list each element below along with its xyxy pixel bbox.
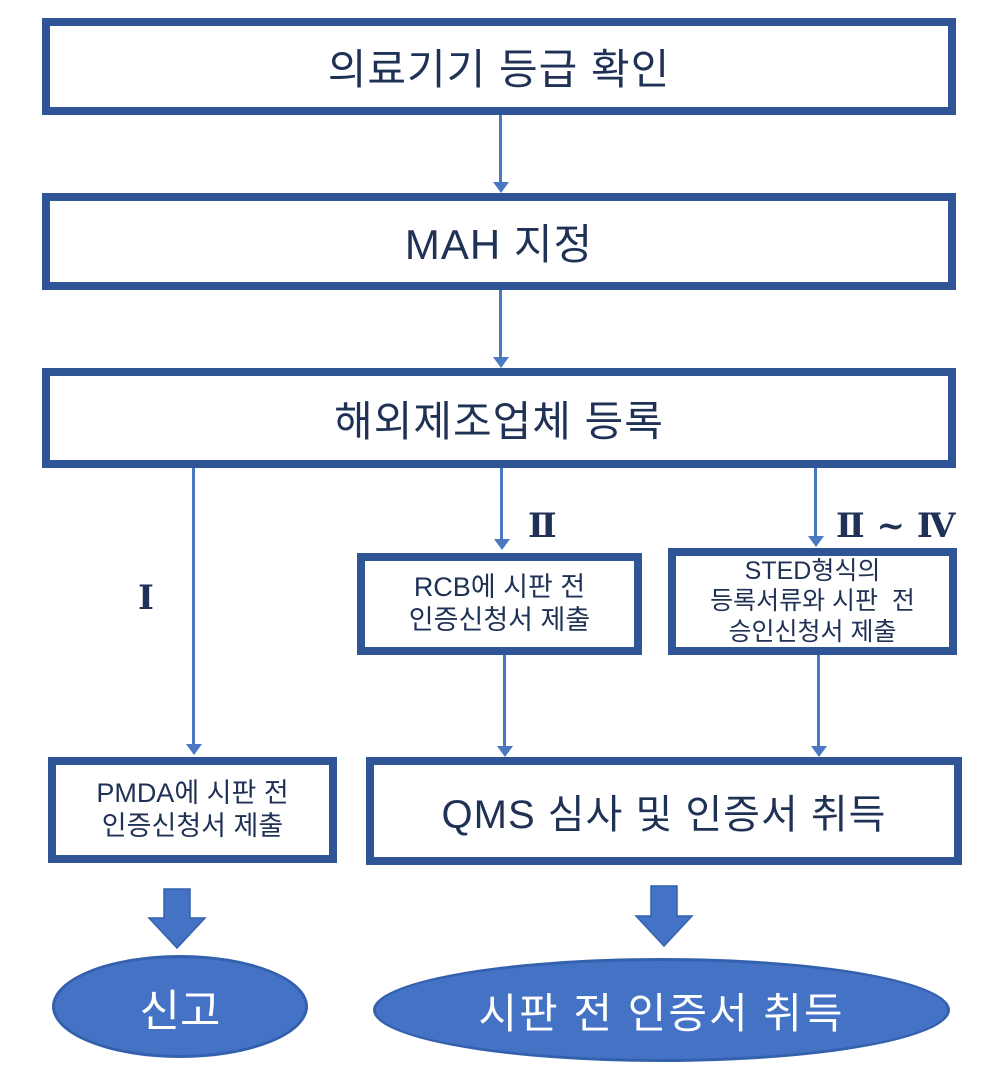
down-arrow-icon (147, 888, 207, 950)
branch-label-class2: Ⅱ (528, 506, 557, 546)
arrow-step2-to-step3 (499, 290, 502, 358)
box-sted-line3: 승인신청서 제출 (728, 617, 897, 646)
box-overseas-manufacturer-registration-label: 해외제조업체 등록 (334, 397, 664, 445)
arrow-branch-class2-4 (814, 468, 817, 537)
terminal-ellipse-report: 신고 (52, 955, 308, 1058)
arrow-branch-class2 (500, 468, 503, 540)
box-overseas-manufacturer-registration: 해외제조업체 등록 (42, 368, 956, 468)
box-rcb-line1: RCB에 시판 전 (413, 572, 586, 603)
box-rcb-line2: 인증신청서 제출 (408, 605, 591, 635)
box-sted-line1: STED형식의 (744, 556, 881, 585)
box-qms-label: QMS 심사 및 인증서 취득 (441, 793, 887, 837)
box-pmda-line2: 인증신청서 제출 (101, 811, 284, 841)
block-arrow-down-premarket-cert (634, 885, 694, 953)
arrow-branch-class1 (192, 468, 195, 745)
box-rcb-certification-application: RCB에 시판 전 인증신청서 제출 (357, 553, 642, 655)
terminal-premarket-cert-label: 시판 전 인증서 취득 (478, 989, 845, 1037)
arrow-rcb-to-qms (503, 655, 506, 747)
box-qms-audit-certificate: QMS 심사 및 인증서 취득 (366, 757, 962, 865)
box-sted-approval-application: STED형식의 등록서류와 시판 전 승인신청서 제출 (668, 548, 957, 655)
down-arrow-icon (634, 885, 694, 948)
branch-label-class1: Ⅰ (138, 578, 154, 618)
box-pmda-certification-application: PMDA에 시판 전 인증신청서 제출 (48, 757, 337, 863)
box-mah-designation: MAH 지정 (42, 193, 956, 290)
box-device-class-check-label: 의료기기 등급 확인 (327, 46, 671, 93)
branch-label-class2-4: Ⅱ ~ Ⅳ (836, 506, 956, 546)
arrow-step1-to-step2 (499, 115, 502, 183)
terminal-ellipse-premarket-cert: 시판 전 인증서 취득 (373, 958, 950, 1062)
terminal-report-label: 신고 (139, 986, 221, 1036)
block-arrow-down-report (147, 888, 207, 955)
box-sted-line2: 등록서류와 시판 전 (710, 587, 915, 616)
arrow-sted-to-qms (817, 655, 820, 747)
box-device-class-check: 의료기기 등급 확인 (42, 18, 956, 115)
box-pmda-line1: PMDA에 시판 전 (96, 778, 289, 809)
box-mah-designation-label: MAH 지정 (404, 221, 594, 268)
